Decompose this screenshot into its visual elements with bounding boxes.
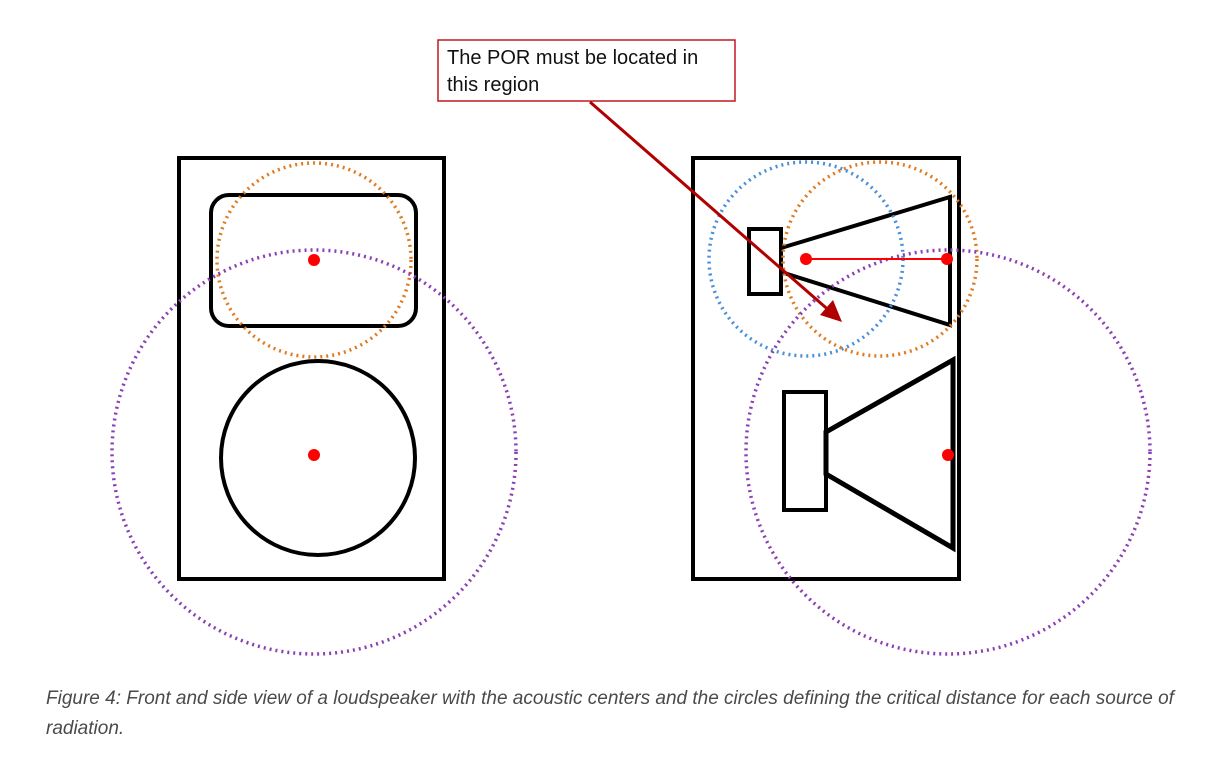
side-woofer-critical-circle [744, 248, 1152, 656]
front-cabinet [177, 156, 446, 581]
front-tweeter-acoustic-center [308, 254, 320, 266]
callout-text-line-1: The POR must be located in [447, 47, 698, 69]
side-tweeter-inner-acoustic-center [800, 253, 812, 265]
loudspeaker-diagram: The POR must be located in this region [110, 39, 1152, 656]
callout: The POR must be located in this region [437, 39, 842, 322]
front-tweeter-critical-circle [215, 161, 413, 359]
side-tweeter-magnet [747, 227, 783, 296]
callout-box [437, 39, 736, 102]
callout-text-line-2: this region [447, 74, 539, 96]
side-view [691, 156, 1152, 656]
front-tweeter-outline [209, 193, 418, 328]
front-woofer-critical-circle [110, 248, 518, 656]
side-tweeter-critical-circle [781, 160, 979, 358]
callout-arrow-shaft [589, 100, 833, 315]
side-woofer-cone [823, 355, 956, 553]
side-tweeter-acoustic-center [941, 253, 953, 265]
front-woofer-acoustic-center [308, 449, 320, 461]
side-cabinet [691, 156, 961, 581]
callout-arrowhead [820, 300, 842, 322]
front-view [110, 156, 518, 656]
figure-caption: Figure 4: Front and side view of a louds… [46, 688, 1174, 739]
side-woofer-acoustic-center [942, 449, 954, 461]
front-woofer-outline [219, 359, 417, 557]
side-woofer-magnet [782, 390, 828, 512]
